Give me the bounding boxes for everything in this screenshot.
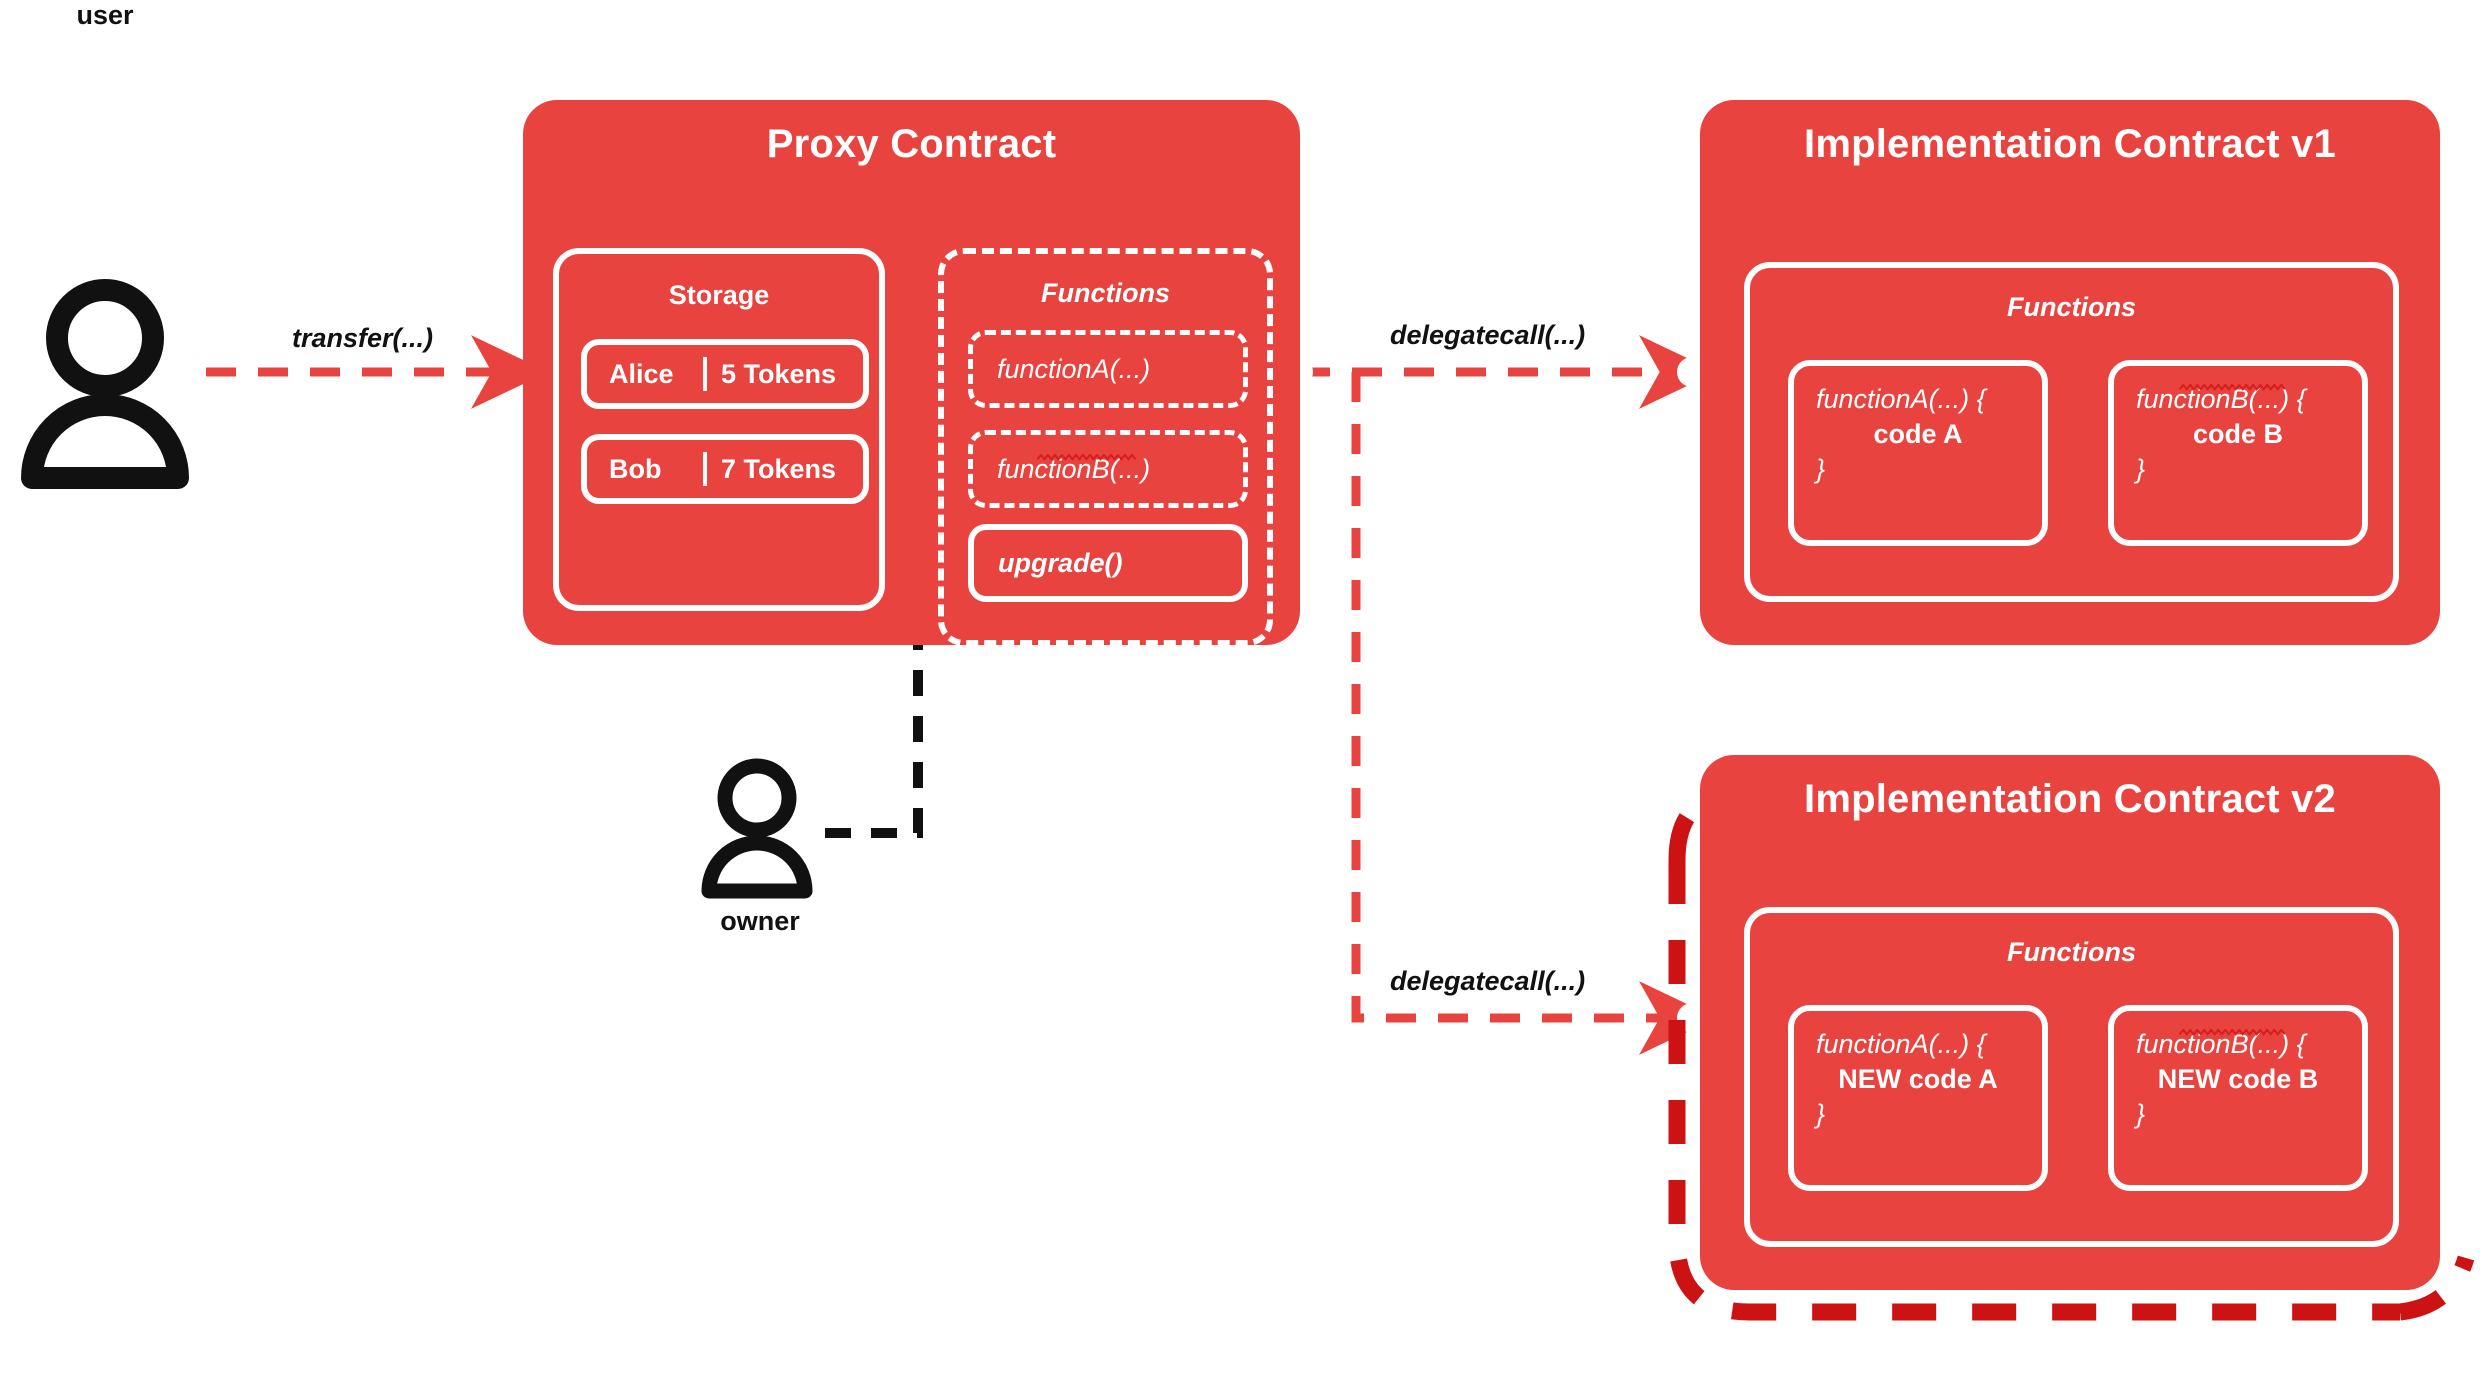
storage-key-alice: Alice xyxy=(609,358,674,389)
spellcheck-squiggle-icon xyxy=(2178,1029,2286,1036)
implementation-v1-title: Implementation Contract v1 xyxy=(1804,122,2336,166)
storage-key-bob: Bob xyxy=(609,453,662,484)
v1-function-b-close: } xyxy=(2136,454,2146,484)
v1-function-a-close: } xyxy=(1816,454,1826,484)
storage-value-alice: 5 Tokens xyxy=(721,358,837,389)
actor-label-owner: owner xyxy=(720,906,800,936)
edge-label-transfer: transfer(...) xyxy=(292,323,434,353)
v2-function-b-box[interactable]: functionB(...) { NEW code B } xyxy=(2108,1005,2368,1191)
v2-function-b-close: } xyxy=(2136,1099,2146,1129)
proxy-title: Proxy Contract xyxy=(766,122,1057,166)
storage-row-alice[interactable]: Alice 5 Tokens xyxy=(581,339,869,409)
v2-function-a-signature: functionA(...) { xyxy=(1816,1029,1986,1059)
v2-function-b-body: NEW code B xyxy=(2157,1064,2319,1094)
v2-functions-title: Functions xyxy=(2007,937,2136,967)
proxy-function-a[interactable]: functionA(...) xyxy=(968,330,1248,408)
edge-label-delegatecall-v1: delegatecall(...) xyxy=(1390,320,1586,350)
person-icon-user xyxy=(21,279,189,489)
v1-function-a-signature: functionA(...) { xyxy=(1816,384,1986,414)
implementation-v1-card[interactable]: Implementation Contract v1 Functions fun… xyxy=(1700,100,2440,645)
v1-function-b-body: code B xyxy=(2192,419,2284,449)
edge-label-delegatecall-v2: delegatecall(...) xyxy=(1390,966,1586,996)
edge-delegatecall-v2 xyxy=(1351,372,1717,1055)
spellcheck-squiggle-icon xyxy=(1036,453,1137,461)
v2-function-a-box[interactable]: functionA(...) { NEW code A } xyxy=(1788,1005,2048,1191)
v1-function-a-body: code A xyxy=(1873,419,1963,449)
storage-divider xyxy=(703,452,707,486)
v2-function-a-close: } xyxy=(1816,1099,1826,1129)
storage-divider xyxy=(703,357,707,391)
proxy-storage-panel: Storage Alice 5 Tokens Bob 7 Tokens xyxy=(553,248,885,611)
storage-title: Storage xyxy=(668,280,770,310)
storage-value-bob: 7 Tokens xyxy=(721,453,837,484)
v1-function-b-box[interactable]: functionB(...) { code B } xyxy=(2108,360,2368,546)
person-icon-owner xyxy=(701,758,813,899)
proxy-functions-panel: Functions functionA(...) functionB(...) … xyxy=(938,248,1273,646)
v1-functions-panel: Functions functionA(...) { code A } func… xyxy=(1744,262,2399,602)
proxy-function-upgrade[interactable]: upgrade() xyxy=(968,524,1248,602)
v1-function-a-box[interactable]: functionA(...) { code A } xyxy=(1788,360,2048,546)
v2-function-a-body: NEW code A xyxy=(1838,1064,1998,1094)
proxy-function-upgrade-label: upgrade() xyxy=(998,547,1123,578)
v2-functions-panel: Functions functionA(...) { NEW code A } … xyxy=(1744,907,2399,1247)
storage-row-bob[interactable]: Bob 7 Tokens xyxy=(581,434,869,504)
v2-highlight-outline xyxy=(1668,792,2475,1321)
implementation-v2-card[interactable]: Implementation Contract v2 Functions fun… xyxy=(1700,755,2440,1290)
v2-function-b-signature: functionB(...) { xyxy=(2114,1029,2306,1060)
spellcheck-squiggle-icon xyxy=(2178,384,2286,391)
v1-functions-title: Functions xyxy=(2007,292,2136,322)
proxy-functions-title: Functions xyxy=(1041,278,1170,308)
proxy-function-b[interactable]: functionB(...) xyxy=(968,430,1248,508)
implementation-v2-title: Implementation Contract v2 xyxy=(1804,777,2336,821)
proxy-function-b-label: functionB(...) xyxy=(973,453,1150,485)
actor-label-user: user xyxy=(76,0,134,30)
proxy-contract-card[interactable]: Proxy Contract Storage Alice 5 Tokens Bo… xyxy=(523,100,1300,646)
proxy-function-a-label: functionA(...) xyxy=(997,353,1151,384)
v1-function-b-signature: functionB(...) { xyxy=(2114,384,2306,415)
